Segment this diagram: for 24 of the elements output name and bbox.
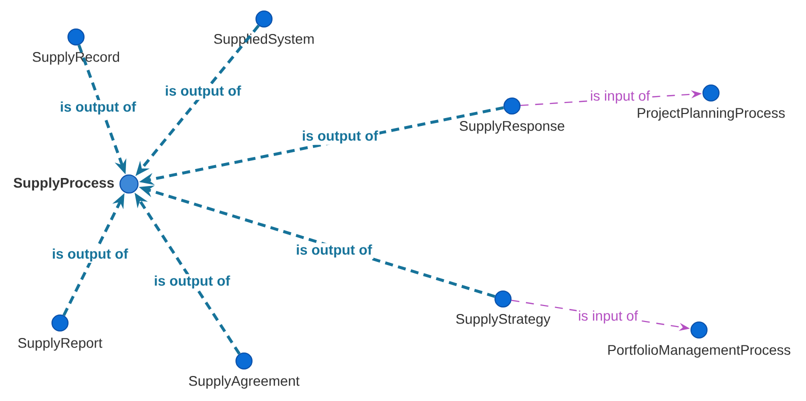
graph-node: SupplyAgreement xyxy=(189,352,300,389)
graph-node: SupplyReport xyxy=(18,314,102,351)
node-label: ProjectPlanningProcess xyxy=(638,108,785,121)
node-label: SupplyStrategy xyxy=(456,314,550,327)
edge-label: is input of xyxy=(576,309,640,325)
node-label: SuppliedSystem xyxy=(214,34,314,47)
node-label: SupplyProcess xyxy=(14,177,114,191)
node-label: SupplyRecord xyxy=(32,52,120,65)
graph-node: SupplyResponse xyxy=(460,97,564,134)
edge-label: is output of xyxy=(164,84,242,100)
edge-label: is output of xyxy=(300,129,380,145)
node-label: SupplyReport xyxy=(18,338,102,351)
node-label: SupplyAgreement xyxy=(188,376,300,389)
edge-label: is output of xyxy=(152,274,232,290)
graph-node: SupplyRecord xyxy=(32,28,120,65)
edge-label: is output of xyxy=(50,247,130,263)
node-label: SupplyResponse xyxy=(460,120,564,134)
edge-label: is input of xyxy=(588,89,652,105)
graph-node: SupplyProcess xyxy=(14,174,139,194)
node-label: PortfolioManagementProcess xyxy=(608,344,790,358)
edge-label: is output of xyxy=(58,100,138,116)
graph-node: SuppliedSystem xyxy=(214,10,314,47)
graph-node: SupplyStrategy xyxy=(456,290,550,327)
edge-label: is output of xyxy=(294,243,374,259)
